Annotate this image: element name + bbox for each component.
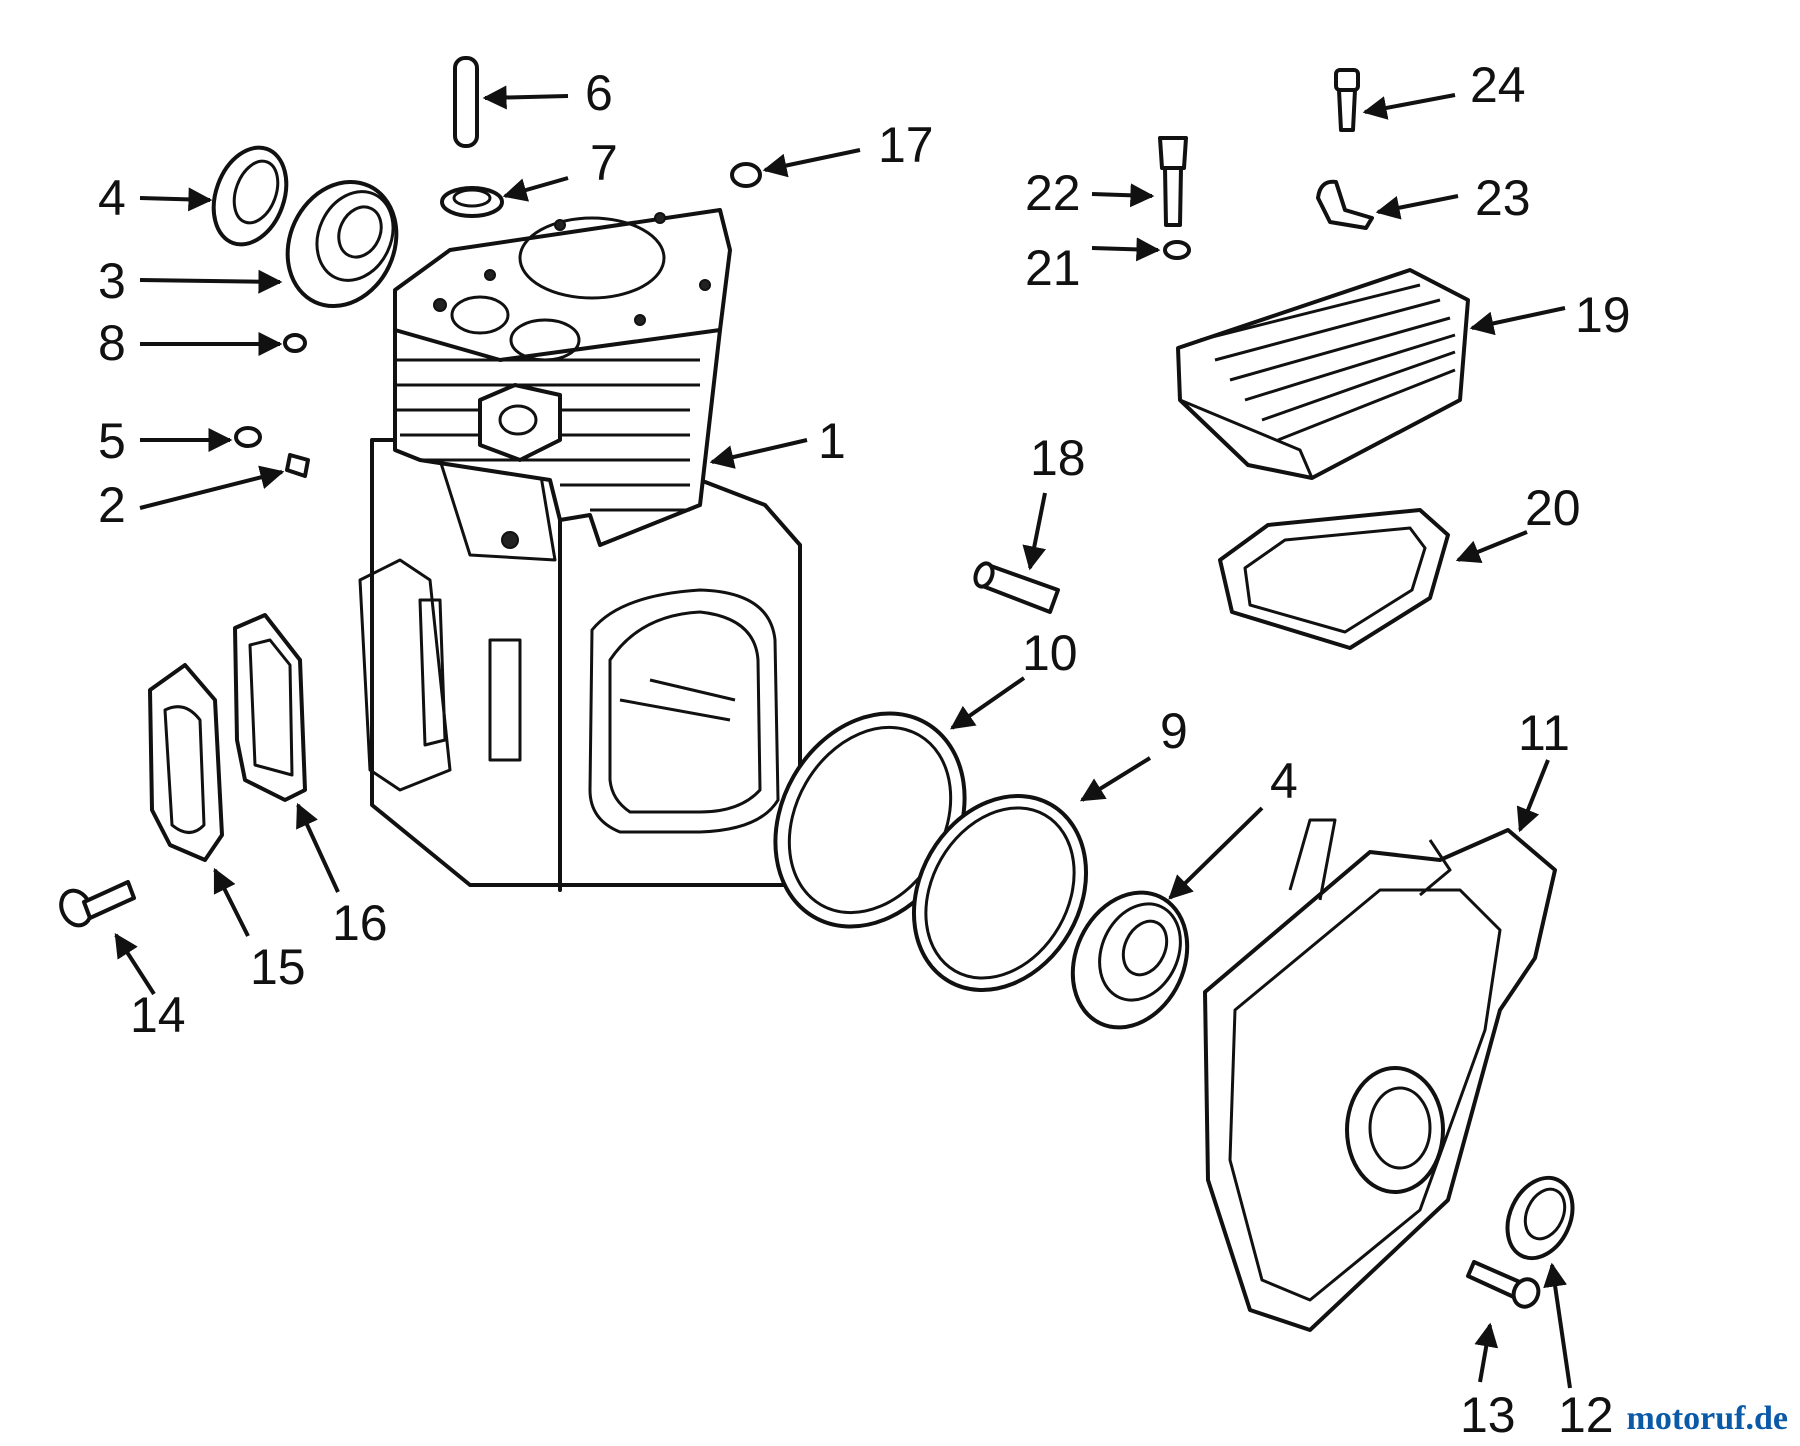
shim-gasket-part	[911, 794, 1089, 992]
callout-1: 1	[818, 413, 846, 469]
cylinder-block-part	[358, 208, 802, 892]
head-bolt-part	[1158, 136, 1188, 227]
closure-plate-part	[1203, 818, 1557, 1332]
breather-cover-part	[148, 663, 224, 862]
callout-12: 12	[1558, 1387, 1614, 1443]
bolt-part	[59, 880, 136, 928]
callout-24: 24	[1470, 57, 1526, 113]
callout-9: 9	[1160, 703, 1188, 759]
callout-18: 18	[1030, 430, 1086, 486]
callout-2: 2	[98, 477, 126, 533]
callout-13: 13	[1460, 1387, 1516, 1443]
callout-7: 7	[590, 135, 618, 191]
callout-4: 4	[98, 170, 126, 226]
callout-3: 3	[98, 253, 126, 309]
callout-14: 14	[130, 987, 186, 1043]
callout-5: 5	[98, 413, 126, 469]
callout-20: 20	[1525, 480, 1581, 536]
small-pin-part	[234, 333, 310, 478]
screw-part	[1466, 1260, 1541, 1309]
valve-seat-part	[440, 186, 504, 218]
bracket-part	[1316, 179, 1374, 230]
callout-17: 17	[878, 117, 934, 173]
callout-labels: 1 2 3 4 5 6 7 8 9 10 11 12 13 14 15 16 1…	[98, 57, 1631, 1443]
leader-arrows	[114, 85, 1572, 1389]
washer-part	[1163, 240, 1191, 260]
crank-pin-part	[973, 561, 1060, 614]
watermark-logo: motoruf.de	[1626, 1400, 1788, 1437]
callout-6: 6	[585, 65, 613, 121]
callout-10: 10	[1022, 625, 1078, 681]
callout-11: 11	[1518, 705, 1570, 761]
callout-15: 15	[250, 939, 306, 995]
callout-19: 19	[1575, 287, 1631, 343]
callout-21: 21	[1025, 240, 1081, 296]
plug-part	[730, 162, 762, 188]
lower-bearing-part	[1070, 890, 1190, 1030]
main-bearing-part	[285, 179, 399, 309]
breather-gasket-part	[233, 613, 307, 802]
cap-screw-part	[1334, 68, 1360, 132]
lower-oil-seal-part	[1505, 1175, 1575, 1261]
head-gasket-part	[1218, 508, 1450, 650]
callout-22: 22	[1025, 165, 1081, 221]
callout-23: 23	[1475, 170, 1531, 226]
callout-4-lower: 4	[1270, 753, 1298, 809]
dowel-pin-part	[453, 56, 479, 148]
oil-seal-part	[211, 145, 289, 247]
callout-16: 16	[332, 895, 388, 951]
callout-8: 8	[98, 315, 126, 371]
cylinder-head-part	[1176, 268, 1470, 480]
